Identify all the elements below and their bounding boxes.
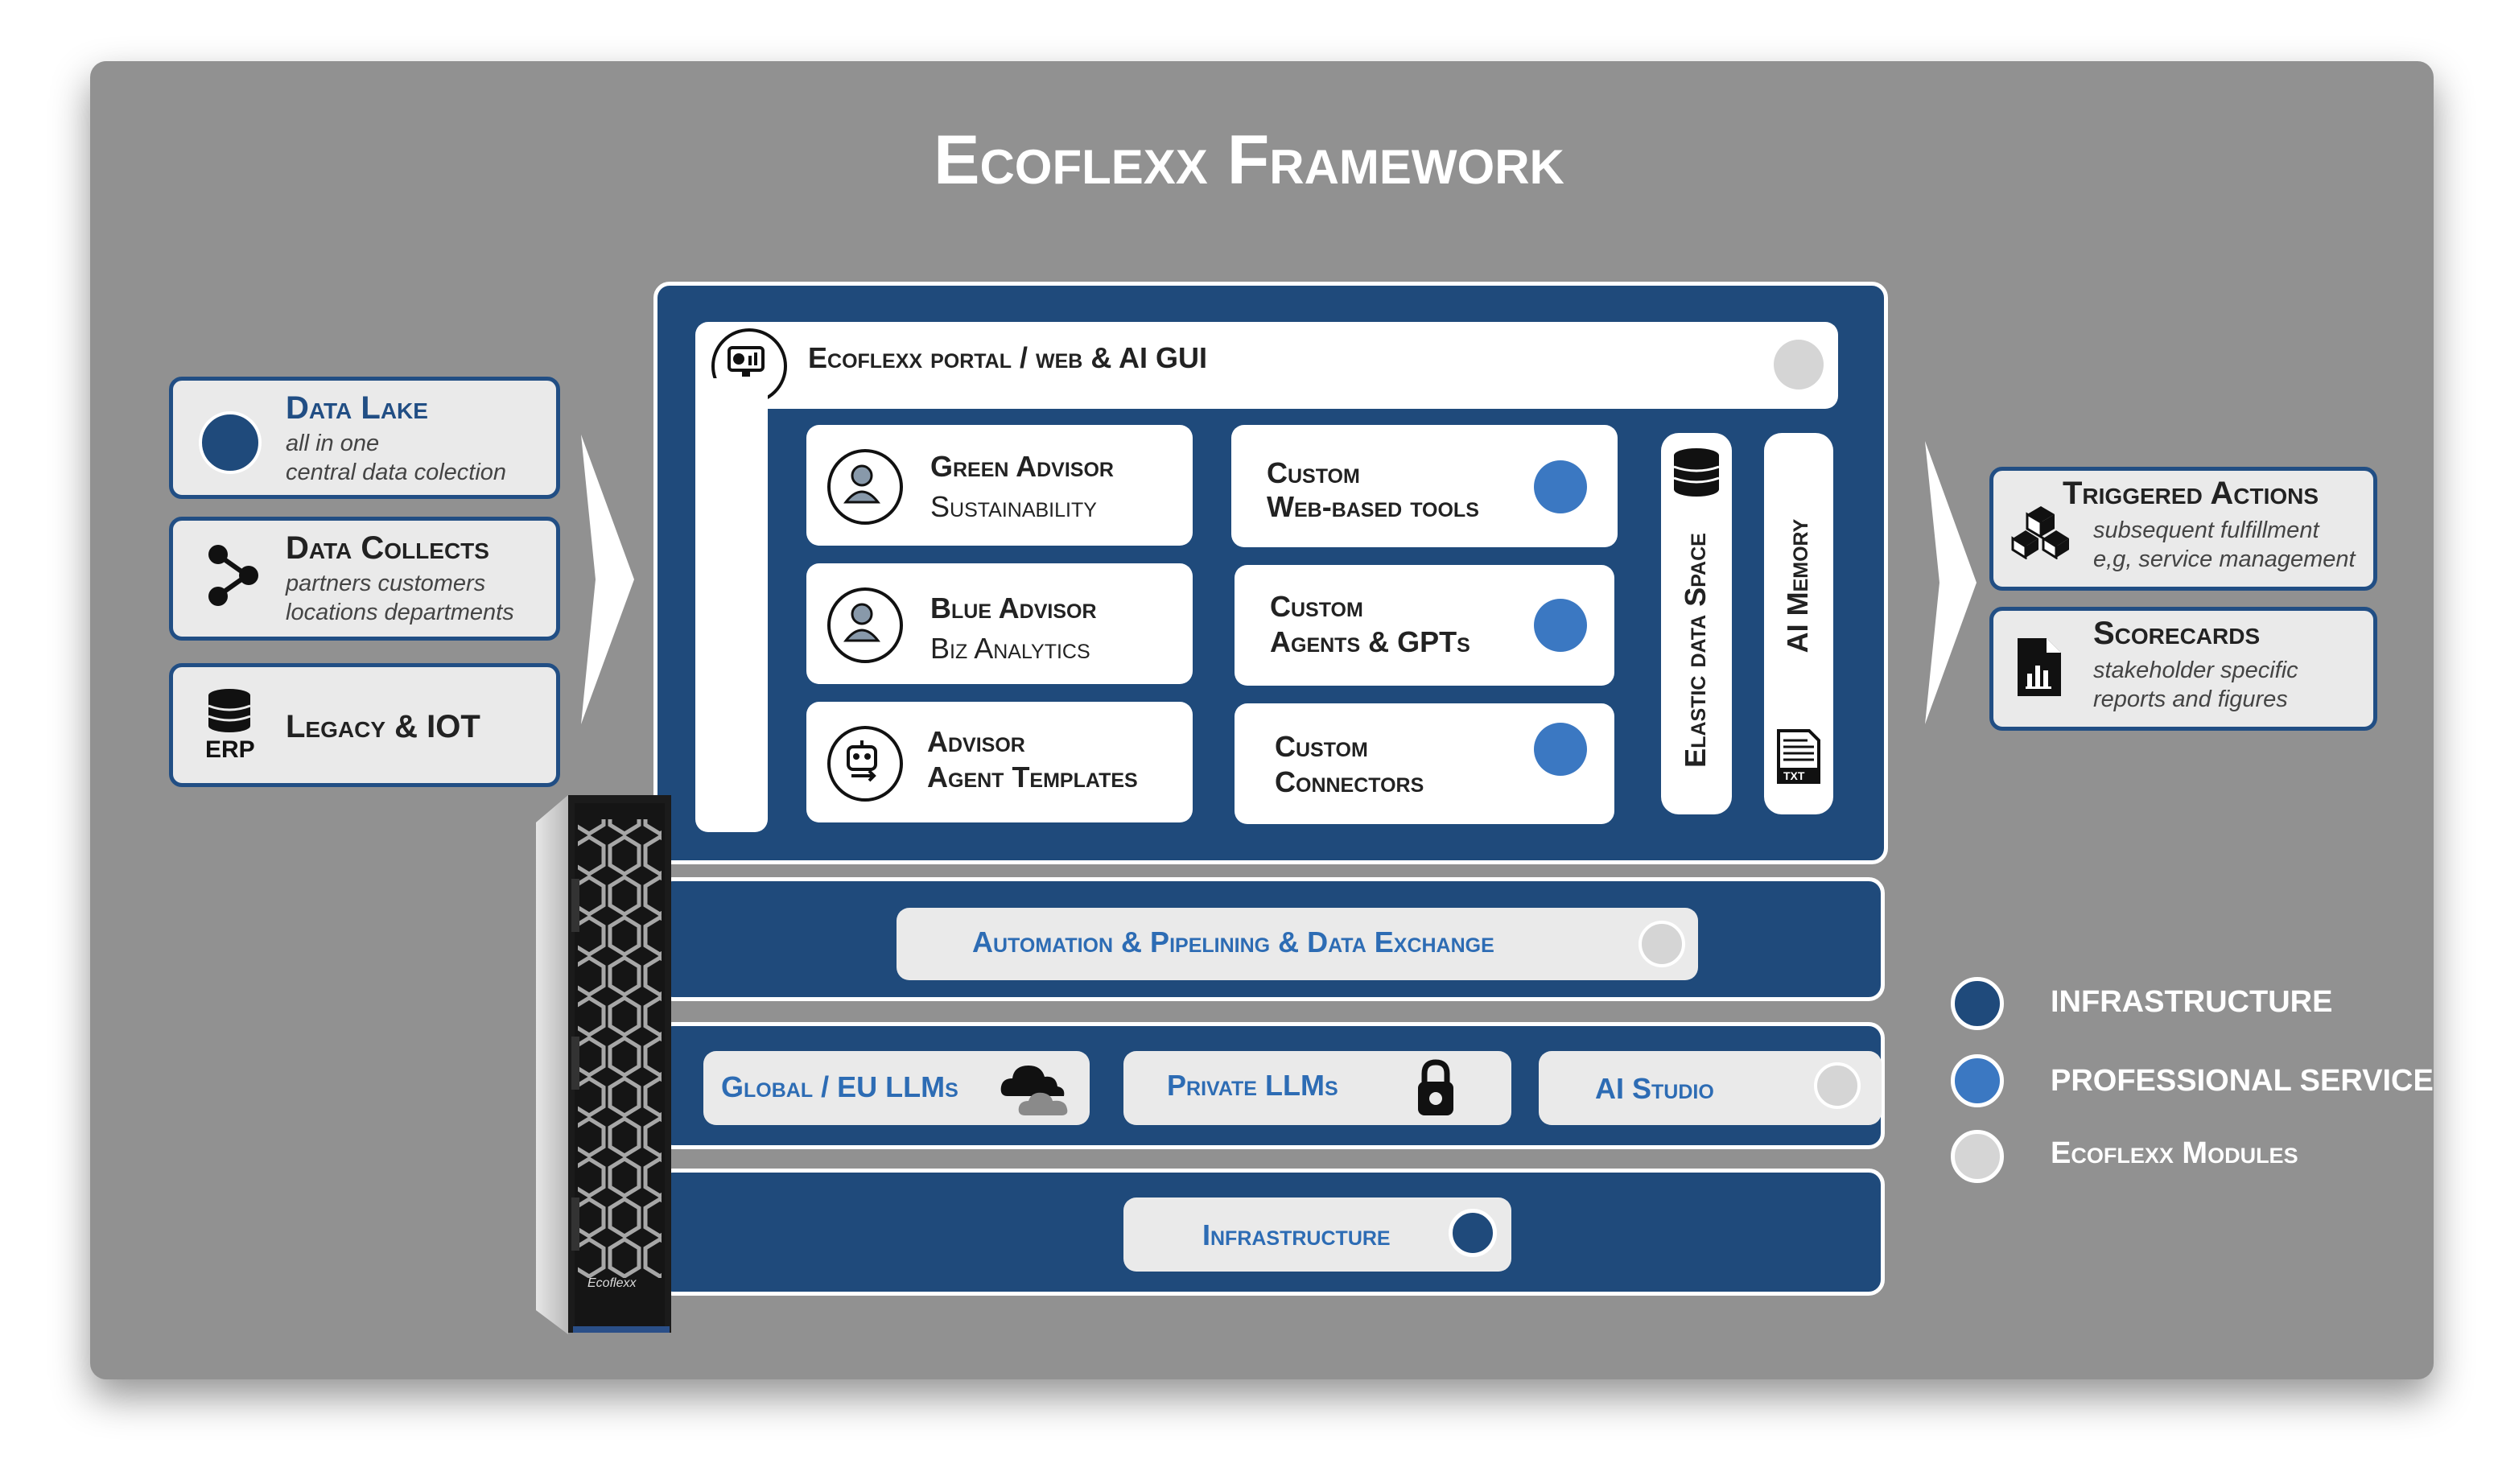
automation-label: Automation & Pipelining & Data Exchange	[972, 925, 1494, 958]
action-title: Scorecards	[2093, 616, 2261, 651]
elastic-data-space-column: Elastic data Space	[1661, 433, 1732, 814]
card-custom-connectors[interactable]: Custom Connectors	[1235, 703, 1614, 824]
card-title: Custom	[1275, 730, 1368, 763]
arrow-out-chevron	[1925, 441, 1977, 724]
portal-sidebar	[695, 378, 768, 832]
source-data-collects: Data Collects partners customers locatio…	[169, 517, 560, 641]
llm-ai-studio[interactable]: AI Studio	[1539, 1051, 1882, 1125]
ai-memory-label: AI Memory	[1781, 518, 1814, 653]
card-title: Green Advisor	[930, 450, 1114, 483]
text-file-icon	[1777, 729, 1820, 784]
legend-dot-professional-service	[1951, 1054, 2004, 1107]
user-icon	[827, 449, 903, 525]
card-title: Advisor	[927, 725, 1025, 758]
infrastructure-dot	[199, 411, 262, 474]
infrastructure-pill[interactable]: Infrastructure	[1123, 1198, 1511, 1272]
legend-label: Ecoflexx Modules	[2051, 1136, 2298, 1170]
server-rack-image: Ecoflexx	[536, 795, 674, 1334]
card-advisor-templates[interactable]: Advisor Agent Templates	[806, 702, 1193, 822]
portal-bar: Ecoflexx portal / web & AI GUI	[695, 322, 1838, 409]
legend-dot-infrastructure	[1951, 977, 2004, 1030]
legend-dot-ecoflexx-modules	[1951, 1130, 2004, 1183]
source-subtitle: partners customers	[286, 571, 486, 596]
ai-memory-column: AI Memory TXT	[1764, 433, 1833, 814]
lock-icon	[1418, 1059, 1453, 1115]
llm-label: Private LLMs	[1167, 1069, 1338, 1102]
share-icon	[208, 545, 258, 606]
card-custom-web-tools[interactable]: Custom Web-based tools	[1231, 425, 1618, 547]
legend-label: INFRASTRUCTURE	[2051, 985, 2333, 1019]
llm-label: AI Studio	[1595, 1072, 1714, 1105]
module-dot	[1639, 921, 1685, 967]
action-triggered: Triggered Actions subsequent fulfillment…	[1989, 467, 2377, 591]
action-subtitle: e,g, service management	[2093, 546, 2356, 572]
arrow-in-chevron	[581, 435, 634, 724]
infrastructure-label: Infrastructure	[1202, 1218, 1391, 1251]
module-dot	[1774, 340, 1824, 390]
infrastructure-dot	[1449, 1209, 1497, 1257]
llm-label: Global / EU LLMs	[721, 1070, 958, 1103]
txt-badge: TXT	[1783, 769, 1805, 782]
action-subtitle: reports and figures	[2093, 686, 2288, 712]
cubes-icon	[2011, 506, 2069, 559]
portal-label: Ecoflexx portal / web & AI GUI	[808, 341, 1207, 374]
source-data-lake: Data Lake all in one central data colect…	[169, 377, 560, 499]
card-title: Custom	[1267, 456, 1360, 489]
card-subtitle: Connectors	[1275, 765, 1424, 798]
server-brand-label: Ecoflexx	[587, 1276, 637, 1290]
cloud-icon	[1000, 1066, 1068, 1115]
llm-global-eu[interactable]: Global / EU LLMs	[703, 1051, 1090, 1125]
robot-icon	[827, 726, 903, 802]
source-title: Data Collects	[286, 530, 489, 566]
card-green-advisor[interactable]: Green Advisor Sustainability	[806, 425, 1193, 546]
diagram-title: Ecoflexx Framework	[934, 122, 1564, 199]
automation-panel	[657, 877, 1885, 1001]
automation-pill[interactable]: Automation & Pipelining & Data Exchange	[897, 908, 1698, 980]
professional-service-dot	[1534, 599, 1587, 652]
professional-service-dot	[1534, 460, 1587, 513]
llm-private[interactable]: Private LLMs	[1123, 1051, 1511, 1125]
database-icon	[208, 689, 251, 732]
action-title: Triggered Actions	[2063, 476, 2319, 511]
card-blue-advisor[interactable]: Blue Advisor Biz Analytics	[806, 563, 1193, 684]
source-title: Legacy & IOT	[286, 709, 480, 744]
card-subtitle: Agent Templates	[927, 761, 1138, 794]
elastic-data-space-label: Elastic data Space	[1679, 533, 1712, 768]
card-subtitle: Sustainability	[930, 490, 1097, 523]
card-custom-agents[interactable]: Custom Agents & GPTs	[1235, 565, 1614, 686]
action-scorecards: Scorecards stakeholder specific reports …	[1989, 607, 2377, 731]
card-subtitle: Agents & GPTs	[1270, 625, 1470, 658]
source-subtitle: all in one	[286, 431, 380, 456]
legend-label: PROFESSIONAL SERVICE	[2051, 1064, 2434, 1098]
module-dot	[1814, 1062, 1861, 1109]
source-legacy-iot: ERP Legacy & IOT	[169, 663, 560, 787]
source-title: Data Lake	[286, 390, 428, 426]
card-title: Custom	[1270, 590, 1363, 623]
action-subtitle: stakeholder specific	[2093, 657, 2298, 683]
action-subtitle: subsequent fulfillment	[2093, 517, 2319, 543]
card-subtitle: Biz Analytics	[930, 632, 1090, 665]
source-subtitle: locations departments	[286, 600, 514, 625]
database-icon	[1673, 448, 1720, 497]
erp-badge: ERP	[205, 736, 255, 763]
user-icon	[827, 587, 903, 663]
professional-service-dot	[1534, 723, 1587, 776]
report-icon	[2018, 638, 2061, 696]
card-subtitle: Web-based tools	[1267, 490, 1479, 523]
card-title: Blue Advisor	[930, 592, 1097, 625]
source-subtitle: central data colection	[286, 460, 507, 485]
